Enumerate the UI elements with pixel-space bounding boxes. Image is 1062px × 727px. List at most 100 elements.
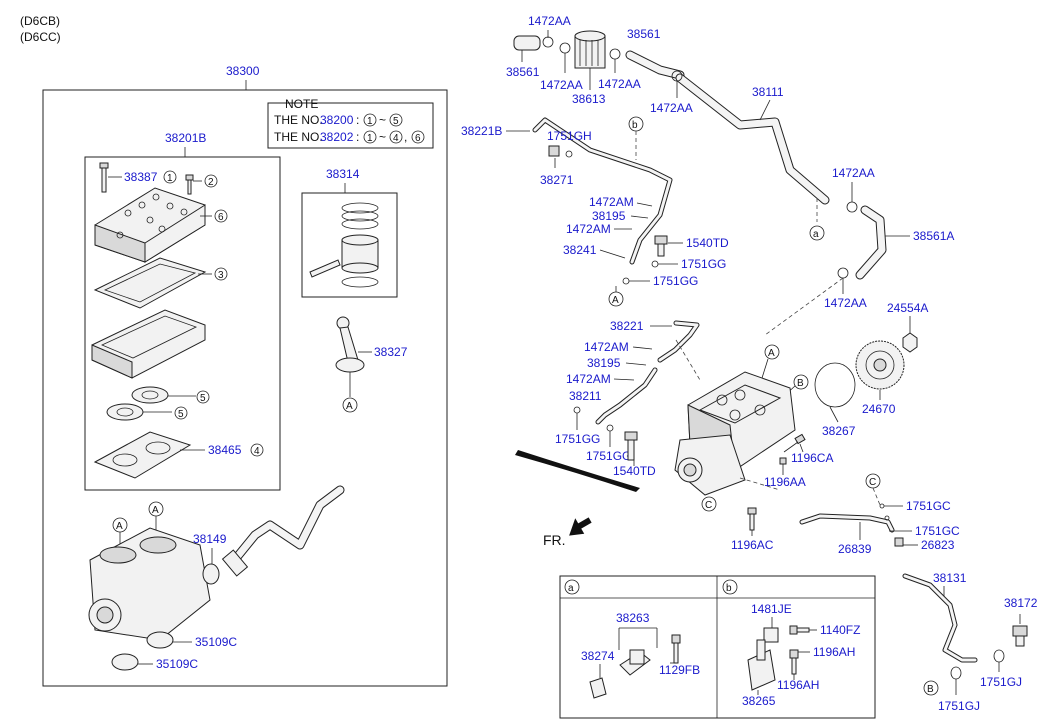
label-38201b[interactable]: 38201B [165,131,206,145]
fitting-38271 [548,145,573,158]
label-1751gj-2[interactable]: 1751GJ [938,699,980,713]
label-1196ah-1[interactable]: 1196AH [813,645,855,659]
label-38300[interactable]: 38300 [226,64,260,78]
label-1472aa-6[interactable]: 1472AA [824,296,867,310]
label-38387[interactable]: 38387 [124,170,158,184]
label-1751gg-2[interactable]: 1751GG [653,274,698,288]
subassembly-38201b-frame [84,156,281,491]
label-1751gc-2[interactable]: 1751GC [915,524,960,538]
label-38195-2[interactable]: 38195 [587,356,621,370]
label-38195-1[interactable]: 38195 [592,209,626,223]
label-1540td-2[interactable]: 1540TD [613,464,656,478]
clamp-1472aa-b [559,42,571,54]
label-38267[interactable]: 38267 [822,424,856,438]
front-direction-swoosh [515,450,640,492]
variant-label-2: (D6CC) [20,30,61,44]
ref-B-bottom[interactable] [923,680,939,696]
bolt-38387 [99,162,109,193]
ref-B-bottom-text: B [927,684,934,695]
washer-1751gj-a [993,649,1005,663]
hose-38561-small [513,35,541,51]
note-line1-range: ~ [379,113,386,127]
label-38271[interactable]: 38271 [540,173,574,187]
label-1751gg-1[interactable]: 1751GG [681,257,726,271]
label-38241[interactable]: 38241 [563,243,597,257]
label-1751gc-1[interactable]: 1751GC [906,499,951,513]
label-24554a[interactable]: 24554A [887,301,928,315]
label-1481je[interactable]: 1481JE [751,602,792,616]
note-line2-part[interactable]: 38202 [320,130,354,144]
label-38221[interactable]: 38221 [610,319,644,333]
gasket-38465 [93,431,192,479]
label-1472am-1[interactable]: 1472AM [589,195,634,209]
label-1196ah-2[interactable]: 1196AH [777,678,819,692]
label-1472am-4[interactable]: 1472AM [566,372,611,386]
panel-b-text: b [726,583,732,594]
ref-a-right[interactable] [809,225,825,241]
clamp-1472aa-a [542,36,554,48]
ref-A-body[interactable] [764,344,780,360]
label-38613[interactable]: 38613 [572,92,606,106]
label-38172[interactable]: 38172 [1004,596,1038,610]
label-38561a[interactable]: 38561A [913,229,954,243]
note-circle-1 [363,113,377,127]
panel-a-text: a [568,583,574,594]
label-1196aa[interactable]: 1196AA [764,475,806,489]
note2-circle-1-text: 1 [367,133,373,144]
label-1196ca[interactable]: 1196CA [791,451,833,465]
label-1472am-2[interactable]: 1472AM [566,222,611,236]
clip-38274 [589,677,607,699]
callout-1: 1 [167,173,173,184]
label-1196ac[interactable]: 1196AC [731,538,774,552]
label-26823[interactable]: 26823 [921,538,955,552]
note-line2-range: ~ [379,130,386,144]
clamp-1481je [763,627,779,643]
label-1472aa-1[interactable]: 1472AA [528,14,571,28]
label-24670[interactable]: 24670 [862,402,896,416]
callout-6: 6 [218,212,224,223]
label-1472aa-5[interactable]: 1472AA [832,166,875,180]
label-38314[interactable]: 38314 [326,167,360,181]
label-38263[interactable]: 38263 [616,611,650,625]
label-38221b[interactable]: 38221B [461,124,502,138]
ref-A-right-top[interactable] [608,291,624,307]
label-38465[interactable]: 38465 [208,443,242,457]
label-35109c-1[interactable]: 35109C [195,635,237,649]
label-38211[interactable]: 38211 [569,389,602,403]
label-1472am-3[interactable]: 1472AM [584,340,629,354]
ref-A-left-text: A [346,401,353,412]
label-38149[interactable]: 38149 [193,532,227,546]
ref-A-left[interactable] [342,397,358,413]
compressor-body [674,371,796,496]
note2-circle-4 [389,130,403,144]
note-box: NOTE THE NO. 38200 : 1 ~ 5 THE NO. 38202… [267,97,434,149]
label-1751gg-3[interactable]: 1751GG [555,432,600,446]
label-38274[interactable]: 38274 [581,649,615,663]
label-1472aa-3[interactable]: 1472AA [598,77,641,91]
label-1129fb[interactable]: 1129FB [659,663,700,677]
note-line1-part[interactable]: 38200 [320,113,354,127]
ref-C-body[interactable] [701,496,717,512]
label-1472aa-2[interactable]: 1472AA [540,78,583,92]
label-1751gj-1[interactable]: 1751GJ [980,675,1022,689]
label-38561-top[interactable]: 38561 [627,27,661,41]
label-1140fz[interactable]: 1140FZ [820,623,860,637]
label-38265[interactable]: 38265 [742,694,776,708]
ref-B-body[interactable] [793,374,809,390]
callout-2: 2 [208,177,214,188]
label-38111[interactable]: 38111 [752,85,784,99]
label-1540td-1[interactable]: 1540TD [686,236,729,250]
label-38131[interactable]: 38131 [933,571,967,585]
label-38327[interactable]: 38327 [374,345,408,359]
label-26839[interactable]: 26839 [838,542,872,556]
label-1751gh[interactable]: 1751GH [547,129,592,143]
label-38561-left[interactable]: 38561 [506,65,540,79]
bracket-38263 [619,649,651,676]
label-35109c-2[interactable]: 35109C [156,657,198,671]
label-1472aa-4[interactable]: 1472AA [650,101,693,115]
label-1751gg-4[interactable]: 1751GG [586,449,631,463]
piston-pin [309,259,341,278]
note-circle-5-text: 5 [393,116,399,127]
piston [341,234,379,274]
ref-A-crank-1-text: A [152,505,159,516]
